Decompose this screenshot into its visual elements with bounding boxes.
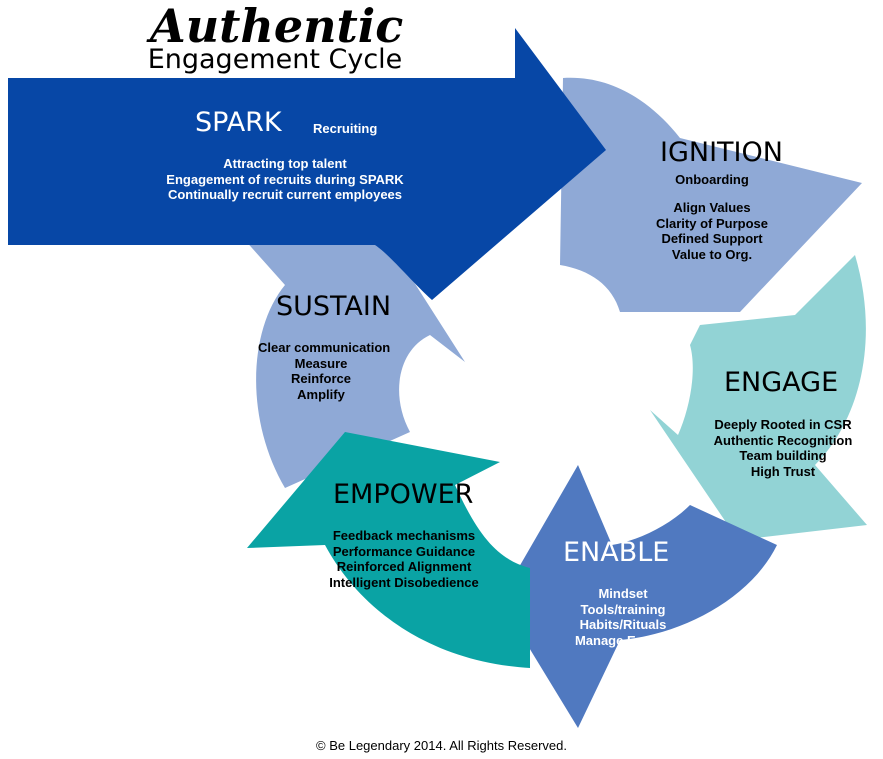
engage-items: Deeply Rooted in CSR Authentic Recogniti… <box>700 417 866 479</box>
spark-heading: SPARK <box>195 107 282 138</box>
enable-item: Mindset <box>598 586 648 601</box>
ignition-item: Value to Org. <box>671 246 753 262</box>
ignition-item: Align Values <box>673 200 751 215</box>
empower-item: Intelligent Disobedience <box>329 574 479 590</box>
ignition-subheading-wrap: Onboarding <box>632 172 792 188</box>
spark-item: Attracting top talent <box>223 156 347 171</box>
ignition-heading: IGNITION <box>660 137 783 168</box>
sustain-arrow <box>235 229 465 488</box>
empower-arrow <box>247 432 530 668</box>
enable-item: Habits/Rituals <box>579 617 667 632</box>
empower-item: Reinforced Alignment <box>336 559 472 574</box>
copyright-footer: © Be Legendary 2014. All Rights Reserved… <box>316 738 567 753</box>
ignition-item: Defined Support <box>661 231 763 246</box>
empower-item: Feedback mechanisms <box>332 528 476 543</box>
empower-item: Performance Guidance <box>332 543 476 559</box>
engage-item: Deeply Rooted in CSR <box>714 417 852 432</box>
enable-item: Tools/training <box>580 601 666 617</box>
sustain-item: Clear communication <box>258 340 391 355</box>
enable-heading: ENABLE <box>563 537 670 568</box>
engage-item: High Trust <box>750 463 816 479</box>
engage-item: Authentic Recognition <box>713 432 853 448</box>
spark-item: Continually recruit current employees <box>167 187 403 202</box>
spark-subheading: Recruiting <box>313 121 378 136</box>
sustain-item: Measure <box>294 355 348 371</box>
engage-heading: ENGAGE <box>724 367 839 398</box>
engage-item: Team building <box>739 448 827 463</box>
engage-arrow <box>650 255 867 540</box>
empower-heading: EMPOWER <box>333 479 474 510</box>
enable-item: Manage Energy <box>574 632 672 648</box>
spark-item: Engagement of recruits during SPARK <box>166 171 404 187</box>
ignition-item: Clarity of Purpose <box>656 215 768 231</box>
title-main: Authentic <box>150 0 404 53</box>
spark-items: Attracting top talent Engagement of recr… <box>130 156 440 203</box>
spark-arrow <box>8 28 606 300</box>
sustain-items: Clear communication Measure Reinforce Am… <box>258 340 391 402</box>
ignition-subheading: Onboarding <box>675 172 749 187</box>
sustain-heading: SUSTAIN <box>276 291 392 322</box>
empower-items: Feedback mechanisms Performance Guidance… <box>318 528 490 590</box>
title-subtitle: Engagement Cycle <box>147 44 403 75</box>
sustain-item: Reinforce <box>291 371 351 386</box>
sustain-item: Amplify <box>297 386 345 402</box>
ignition-items: Align Values Clarity of Purpose Defined … <box>632 200 792 262</box>
enable-items: Mindset Tools/training Habits/Rituals Ma… <box>555 586 691 648</box>
ignition-arrow <box>560 77 862 313</box>
enable-arrow <box>500 465 777 728</box>
